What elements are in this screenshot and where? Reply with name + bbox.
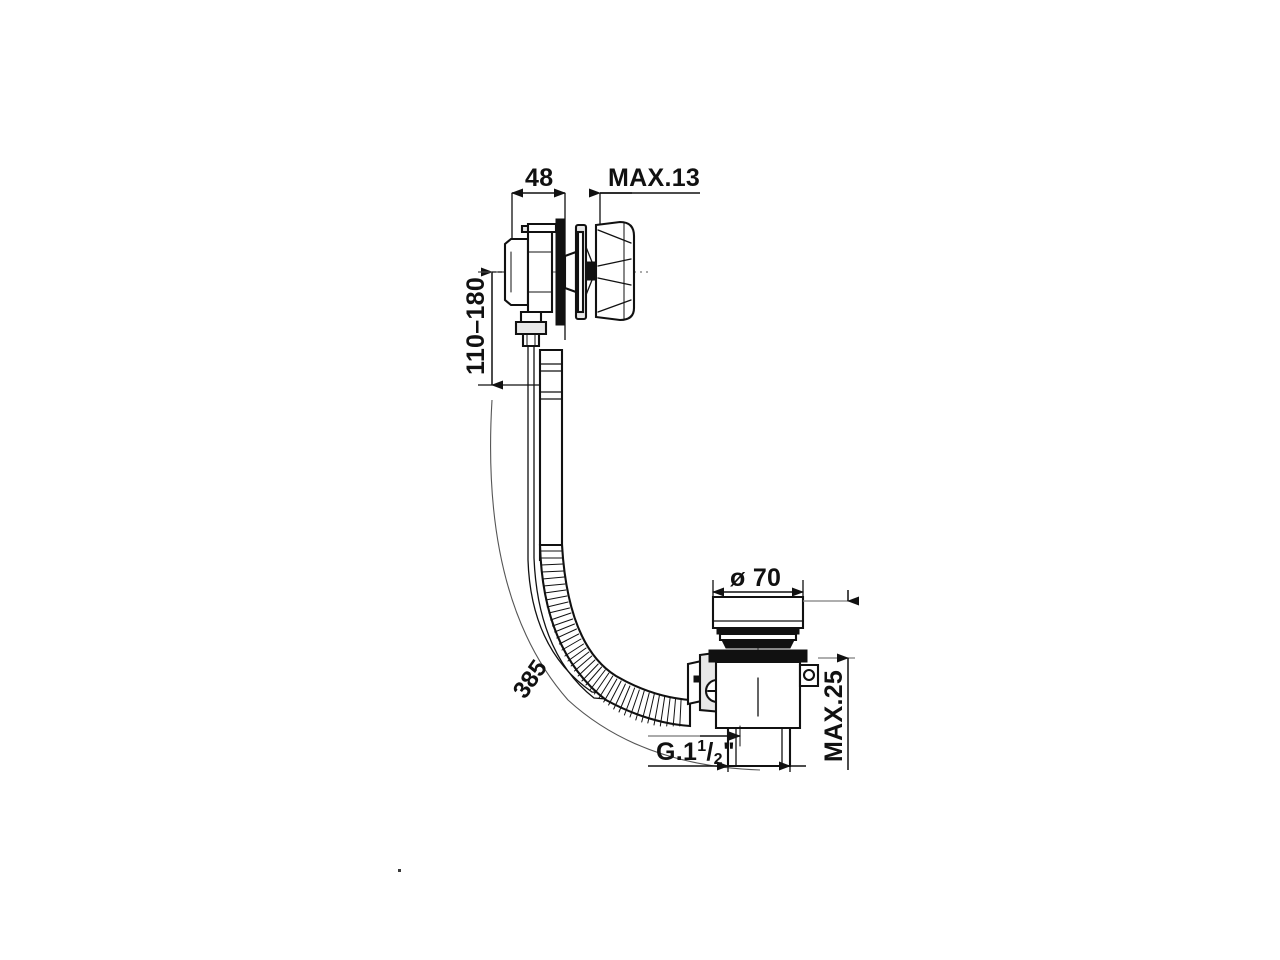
waste-outlet: [726, 726, 792, 768]
dimension-group-thread: G.11/2": [648, 725, 806, 772]
overflow-assembly: [478, 218, 648, 348]
thread-label-slash: /: [706, 738, 713, 766]
overflow-body-nose: [503, 237, 530, 307]
dimension-group-d70: ø 70: [712, 564, 804, 597]
thread-label-prefix: G.1: [656, 738, 697, 766]
overflow-body-collar: [526, 222, 558, 234]
dimension-110-180-label: 110–180: [462, 277, 490, 375]
hose-upper-sleeve: [538, 348, 564, 562]
waste-cover-washer: [718, 632, 798, 642]
waste-lug-hole: [802, 668, 816, 682]
dimension-48: 48: [511, 164, 566, 198]
overflow-flange-inner: [576, 230, 585, 314]
thread-label-denominator: 2: [714, 751, 723, 768]
overflow-hub: [585, 261, 597, 281]
dimension-thread-label: G.11/2": [656, 738, 735, 768]
dimension-group-max25: MAX.25: [803, 590, 859, 770]
overflow-nipple: [521, 332, 541, 348]
waste-cover: [711, 595, 805, 630]
dimension-max13: MAX.13: [589, 164, 700, 198]
scan-artifact-speck: [398, 869, 401, 872]
overflow-body-main: [526, 230, 554, 314]
dimension-max13-label: MAX.13: [608, 164, 700, 192]
control-cable-line-2: [533, 345, 691, 707]
dimension-48-label: 48: [525, 164, 553, 192]
thread-label-suffix: ": [723, 738, 735, 766]
overflow-lower-neck: [519, 310, 543, 324]
cable-and-hose: [527, 345, 730, 728]
overflow-nut: [514, 320, 548, 336]
dimension-385-arc: [490, 399, 761, 771]
overflow-seal-plate: [555, 218, 566, 326]
overflow-stem: [563, 250, 578, 294]
dimension-385-label: 385: [508, 655, 553, 703]
waste-cone-seal: [721, 639, 795, 649]
waste-cover-seal: [716, 627, 800, 635]
dimension-group-top: 48 MAX.13: [511, 164, 700, 340]
dimension-d70-label: ø 70: [730, 564, 781, 592]
waste-flange-seal: [708, 649, 808, 663]
hose-corrugations: [539, 550, 682, 727]
waste-assembly: [708, 595, 820, 768]
dimension-max25-label: MAX.25: [820, 670, 848, 762]
control-cable-line: [527, 345, 691, 701]
thread-label-numerator: 1: [697, 738, 706, 755]
